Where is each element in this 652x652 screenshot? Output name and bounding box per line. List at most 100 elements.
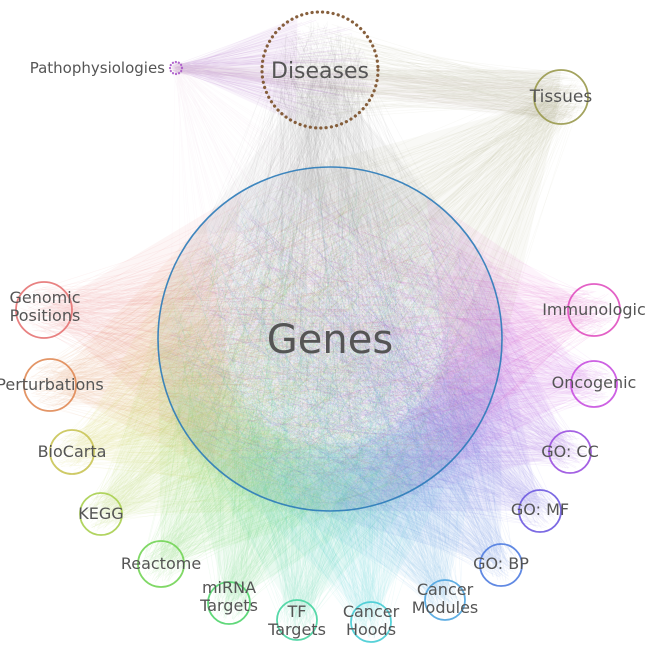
edge-lines-diseases-genes xyxy=(178,23,480,487)
edge-lines-immunologic-genes xyxy=(177,216,612,502)
edge-lines-tf-targets-genes xyxy=(166,192,470,636)
edge-lines-genomic-positions-genes xyxy=(27,176,479,482)
edge-fan-pathophysiologies-diseases xyxy=(176,16,298,123)
edge-lines-go-bp-genes xyxy=(180,205,519,578)
node-tissues[interactable] xyxy=(533,69,589,125)
edge-lines-diseases-genes xyxy=(180,21,462,481)
node-label-biocarta: BioCarta xyxy=(38,442,107,461)
node-go-cc[interactable] xyxy=(548,430,592,474)
edge-lines-genomic-positions-genes xyxy=(22,180,455,478)
edge-lines-diseases-genes xyxy=(170,32,487,484)
edge-fan-go-mf-genes xyxy=(330,305,540,511)
edge-lines-cancer-modules-genes xyxy=(183,186,480,617)
node-diseases[interactable] xyxy=(260,10,380,130)
edge-lines-go-bp-genes xyxy=(179,181,516,582)
edge-lines-pathophysiologies-genes xyxy=(171,62,469,504)
edge-lines-pathophysiologies-diseases xyxy=(171,22,371,123)
node-pathophysiologies[interactable] xyxy=(168,60,184,76)
edge-lines-tissues-genes xyxy=(173,79,583,469)
edge-lines-oncogenic-genes xyxy=(172,181,614,485)
edge-lines-diseases-genes xyxy=(171,29,474,492)
node-immunologic[interactable] xyxy=(567,283,621,337)
edge-lines-cancer-hoods-genes xyxy=(176,178,460,639)
edge-lines-perturbations-genes xyxy=(29,176,477,507)
edge-fan-cancer-modules-genes xyxy=(246,378,498,600)
edge-lines-cancer-modules-genes xyxy=(164,192,486,612)
edge-fans xyxy=(44,16,594,622)
node-perturbations[interactable] xyxy=(23,358,77,412)
node-reactome[interactable] xyxy=(137,540,185,588)
edge-lines-diseases-genes xyxy=(194,22,472,485)
edge-lines-diseases-genes xyxy=(178,30,461,480)
edge-fan-reactome-genes xyxy=(158,341,376,564)
edge-fan-cancer-hoods-genes xyxy=(208,421,481,622)
node-label-reactome: Reactome xyxy=(121,554,201,573)
edge-lines-cancer-modules-genes xyxy=(171,177,475,615)
edge-lines-pathophysiologies-diseases xyxy=(172,19,369,123)
edge-fan-mirna-targets-genes xyxy=(165,388,421,603)
edge-lines-cancer-hoods-genes xyxy=(198,178,486,639)
edge-fan-biocarta-genes xyxy=(72,256,289,506)
edge-lines-diseases-tissues xyxy=(277,32,584,117)
edge-lines-oncogenic-genes xyxy=(179,183,612,485)
edge-lines-genomic-positions-genes xyxy=(23,196,478,484)
node-label-genes: Genes xyxy=(267,317,393,363)
edge-fan-tf-targets-genes xyxy=(182,426,454,620)
node-label-pathophysiologies: Pathophysiologies xyxy=(30,59,165,77)
edge-lines-go-bp-genes xyxy=(165,206,517,580)
node-tf-targets[interactable] xyxy=(276,599,318,641)
edge-lines-oncogenic-genes xyxy=(199,194,612,495)
edge-lines-immunologic-genes xyxy=(206,180,616,501)
edge-lines-go-cc-genes xyxy=(165,205,588,501)
node-label-tissues: Tissues xyxy=(529,87,593,107)
edge-lines-tissues-genes xyxy=(168,77,581,473)
edge-lines-kegg-genes xyxy=(84,196,483,530)
edge-lines-go-mf-genes xyxy=(173,197,556,527)
edge-lines-go-mf-genes xyxy=(163,191,554,529)
node-kegg[interactable] xyxy=(79,492,123,536)
edge-lines-kegg-genes xyxy=(83,202,466,529)
node-label-oncogenic: Oncogenic xyxy=(552,373,637,392)
edge-fan-go-cc-genes xyxy=(375,268,570,505)
node-label-go-cc: GO: CC xyxy=(541,442,599,461)
edge-fan-tissues-genes xyxy=(284,97,561,377)
edge-lines-kegg-genes xyxy=(84,196,485,530)
node-cancer-modules[interactable] xyxy=(424,579,466,621)
node-label-kegg: KEGG xyxy=(78,504,123,523)
edge-lines-biocarta-genes xyxy=(57,203,476,493)
edge-lines-go-bp-genes xyxy=(192,188,514,581)
edge-lines-diseases-tissues xyxy=(282,24,584,119)
edge-lines-mirna-targets-genes xyxy=(171,198,470,621)
node-go-mf[interactable] xyxy=(518,489,562,533)
edge-fan-perturbations-genes xyxy=(50,220,250,491)
edge-fan-immunologic-genes xyxy=(426,196,594,458)
edge-lines-go-cc-genes xyxy=(229,211,588,499)
node-cancer-hoods[interactable] xyxy=(350,601,392,643)
edge-lines-perturbations-genes xyxy=(32,180,472,499)
node-biocarta[interactable] xyxy=(49,429,95,475)
node-genes[interactable] xyxy=(157,166,503,512)
edge-lines-tissues-genes xyxy=(167,74,579,491)
node-mirna-targets[interactable] xyxy=(207,581,251,625)
edge-lines-mirna-targets-genes xyxy=(189,175,494,620)
node-oncogenic[interactable] xyxy=(570,360,618,408)
node-genomic-positions[interactable] xyxy=(15,281,73,339)
edge-lines-diseases-tissues xyxy=(272,25,587,123)
node-label-go-bp: GO: BP xyxy=(473,554,529,573)
edge-lines-oncogenic-genes xyxy=(183,196,612,482)
edge-lines-diseases-tissues xyxy=(271,25,585,122)
edge-lines-mirna-targets-genes xyxy=(197,177,480,620)
edge-lines-immunologic-genes xyxy=(174,199,614,497)
node-go-bp[interactable] xyxy=(479,543,523,587)
edge-lines-kegg-genes xyxy=(83,179,469,532)
edge-lines-perturbations-genes xyxy=(28,206,488,484)
edge-lines-diseases-genes xyxy=(168,25,492,491)
node-label-diseases: Diseases xyxy=(271,59,369,84)
edge-lines-reactome-genes xyxy=(143,187,483,582)
edge-lines-tf-targets-genes xyxy=(179,188,482,635)
